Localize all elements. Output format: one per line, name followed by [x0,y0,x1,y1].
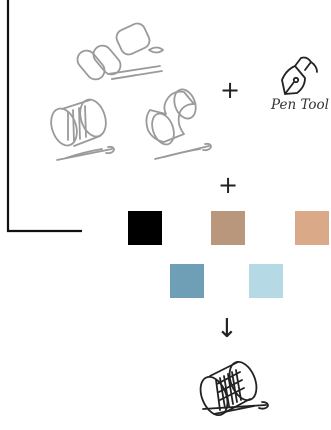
plus-operator-top: + [220,78,240,102]
color-swatch-steel-blue [170,264,204,298]
thread-spool-icon [195,358,268,419]
plus-operator-middle: + [218,173,238,197]
color-swatch-light-blue [249,264,283,298]
safety-pins-icon [74,21,163,83]
color-swatch-tan [211,211,245,245]
color-swatch-black [128,211,162,245]
spool-icon [47,96,114,160]
spool-outline-icon [146,86,211,159]
pen-nib-icon [282,58,317,95]
down-arrow-icon: ↓ [216,317,238,341]
color-swatch-peach [295,211,329,245]
pen-tool-label: Pen Tool [271,97,329,113]
